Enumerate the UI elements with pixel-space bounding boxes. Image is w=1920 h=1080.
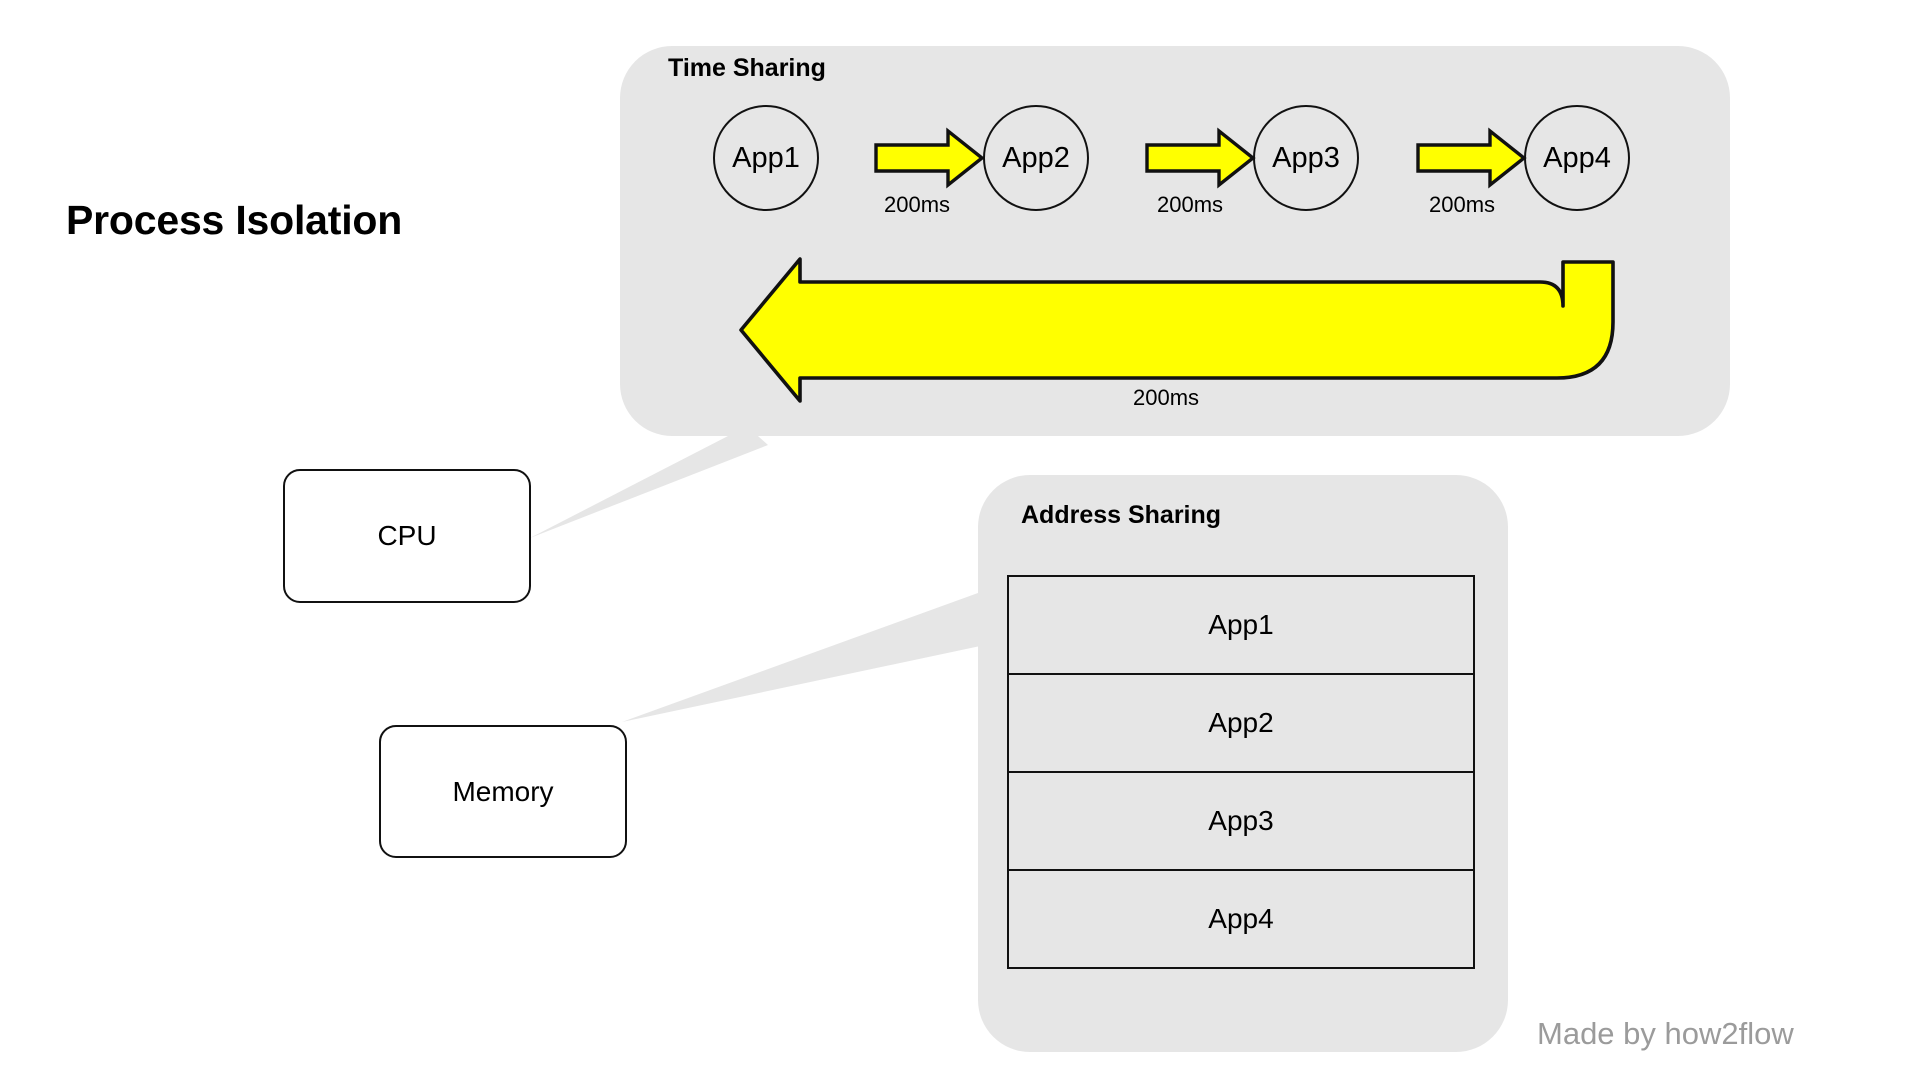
resource-box-label: CPU: [377, 520, 437, 551]
process-node-app2[interactable]: App2: [983, 105, 1089, 211]
resource-box-label: Memory: [452, 775, 554, 807]
process-node-label: App3: [1272, 141, 1340, 174]
transition-arrow-3: [1416, 127, 1527, 189]
table-row[interactable]: App1: [1009, 577, 1473, 675]
table-row-label: App2: [1208, 707, 1274, 738]
transition-arrow-1: [874, 127, 985, 189]
table-row[interactable]: App2: [1009, 675, 1473, 773]
address-sharing-callout-tail: [622, 540, 1000, 722]
resource-box-cpu[interactable]: CPU: [283, 469, 531, 603]
address-sharing-panel-body: [978, 475, 1508, 1052]
table-row[interactable]: App3: [1009, 773, 1473, 871]
table-row-label: App1: [1208, 609, 1274, 640]
table-row-label: App4: [1208, 903, 1274, 934]
watermark: Made by how2flow: [1537, 1016, 1794, 1051]
address-space-table: App1 App2 App3 App4: [1007, 575, 1475, 969]
return-arrow-shape: [739, 257, 1615, 403]
address-sharing-heading: Address Sharing: [1021, 501, 1222, 529]
resource-box-memory[interactable]: Memory: [379, 725, 627, 858]
table-row[interactable]: App4: [1009, 871, 1473, 967]
process-node-label: App4: [1543, 141, 1611, 174]
transition-label-1: 200ms: [884, 192, 951, 217]
transition-label-2: 200ms: [1157, 192, 1224, 217]
time-sharing-callout-tail: [530, 420, 768, 538]
page-title: Process Isolation: [66, 197, 403, 243]
time-sharing-heading: Time Sharing: [668, 54, 826, 82]
time-sharing-arrows: [874, 127, 1527, 189]
process-node-label: App2: [1002, 141, 1070, 174]
process-node-label: App1: [732, 141, 800, 174]
return-transition-label: 200ms: [1133, 385, 1200, 410]
transition-arrow-2: [1145, 127, 1256, 189]
process-node-app1[interactable]: App1: [713, 105, 819, 211]
process-node-app4[interactable]: App4: [1524, 105, 1630, 211]
table-row-label: App3: [1208, 805, 1274, 836]
address-sharing-panel: [622, 475, 1508, 1052]
process-node-app3[interactable]: App3: [1253, 105, 1359, 211]
transition-label-3: 200ms: [1429, 192, 1496, 217]
